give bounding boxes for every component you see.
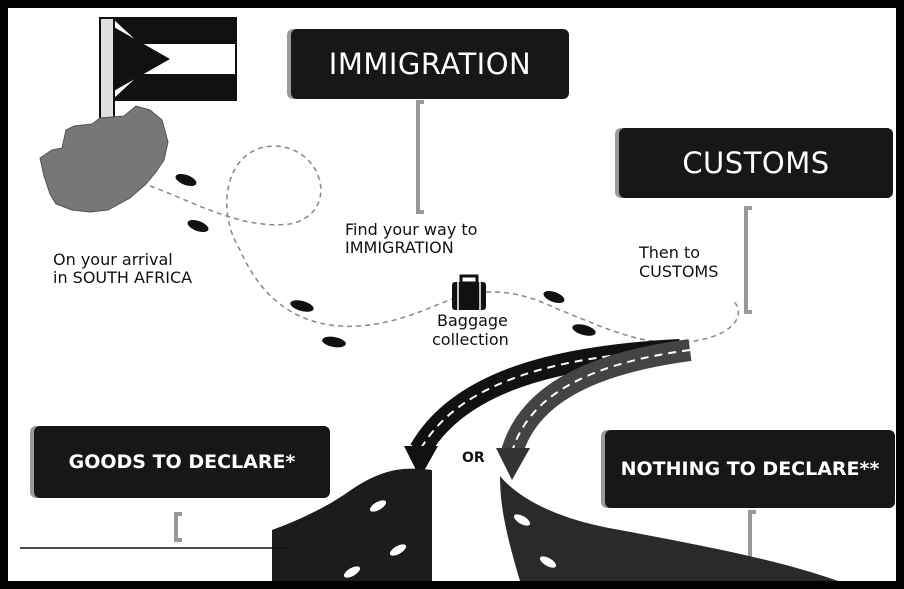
nothing-channel xyxy=(500,476,838,581)
diagram-canvas: IMMIGRATION CUSTOMS GOODS TO DECLARE* NO… xyxy=(8,8,896,581)
south-africa-map-icon xyxy=(39,105,169,213)
footprints-icon xyxy=(175,173,596,348)
baggage-label-line2: collection xyxy=(432,330,509,349)
arrival-label-line2: in SOUTH AFRICA xyxy=(53,268,193,287)
customs-label-line2: CUSTOMS xyxy=(639,262,719,281)
sign-brackets xyxy=(174,100,756,581)
goods-to-declare-sign: GOODS TO DECLARE* xyxy=(34,426,330,498)
arrival-label-line1: On your arrival xyxy=(53,250,173,269)
channel-footprints xyxy=(343,500,557,578)
immigration-label-line1: Find your way to xyxy=(345,220,478,239)
road-lanes xyxy=(404,339,692,480)
or-label: OR xyxy=(462,450,485,466)
customs-label-line1: Then to xyxy=(639,243,701,262)
immigration-sign: IMMIGRATION xyxy=(291,29,569,99)
nothing-to-declare-sign: NOTHING TO DECLARE** xyxy=(605,430,895,508)
customs-sign: CUSTOMS xyxy=(619,128,893,198)
baggage-label-line1: Baggage xyxy=(437,311,508,330)
immigration-label-line2: IMMIGRATION xyxy=(345,238,454,257)
suitcase-icon xyxy=(452,274,486,310)
diagram-graphics xyxy=(20,17,838,581)
walking-path xyxy=(149,145,740,344)
